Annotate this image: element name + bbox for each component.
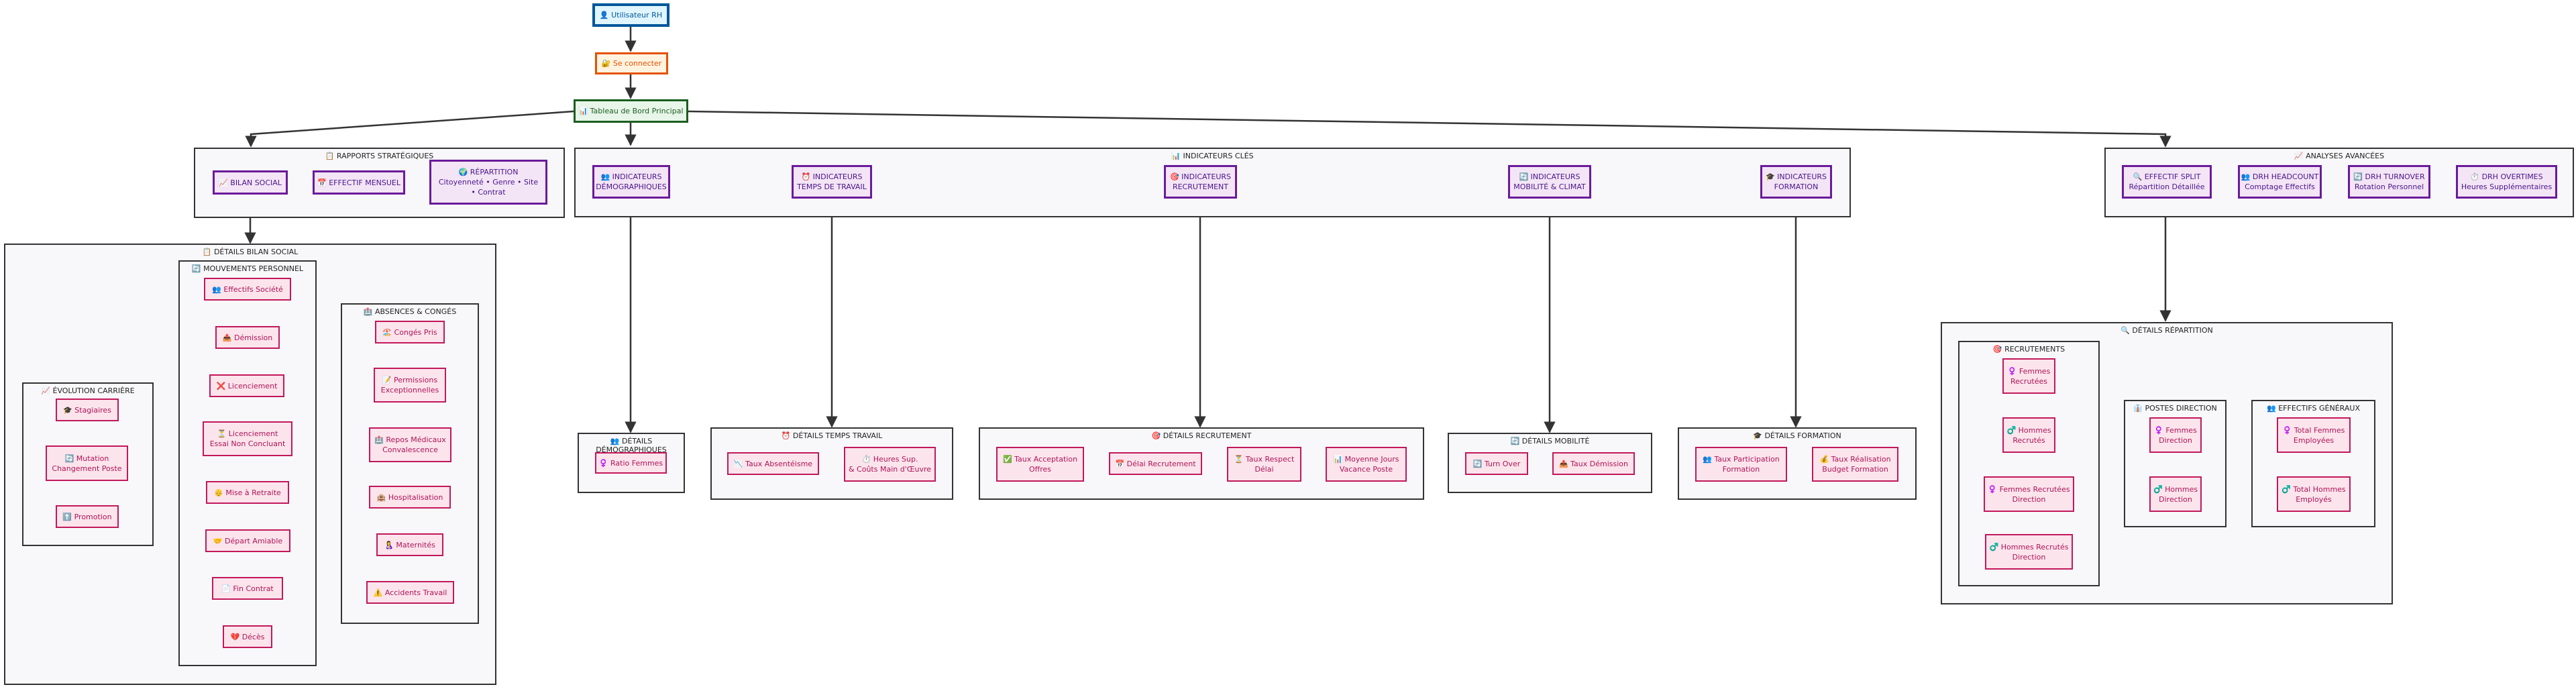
details-demographiques-label: 👥 DÉTAILS DÉMOGRAPHIQUES: [596, 437, 667, 454]
femmes-recrutees-node[interactable]: ♀️ Femmes Recrutées: [2002, 358, 2055, 394]
moyenne-jours-vacance-node[interactable]: 📊 Moyenne Jours Vacance Poste: [1326, 447, 1407, 482]
hospitalisation-node[interactable]: 🏨 Hospitalisation: [369, 486, 451, 509]
hommes-recrutes-node[interactable]: ♂️ Hommes Recrutés: [2002, 417, 2055, 453]
details-bilan-social-label: 📋 DÉTAILS BILAN SOCIAL: [202, 248, 299, 256]
details-mobilite-label: 🔄 DÉTAILS MOBILITÉ: [1510, 437, 1590, 445]
drh-headcount-node[interactable]: 👥 DRH HEADCOUNT Comptage Effectifs: [2238, 165, 2322, 199]
mutation-node[interactable]: 🔄 Mutation Changement Poste: [46, 445, 128, 481]
total-femmes-employees-node[interactable]: ♀️ Total Femmes Employées: [2277, 417, 2351, 453]
promotion-node[interactable]: ⬆️ Promotion: [56, 505, 119, 528]
indicateurs-mobilite-node[interactable]: 🔄 INDICATEURS MOBILITÉ & CLIMAT: [1508, 165, 1591, 199]
edge-dashboard-analyses: [688, 110, 2171, 148]
indicateurs-formation-node[interactable]: 🎓 INDICATEURS FORMATION: [1760, 165, 1832, 199]
dashboard-node[interactable]: 📊 Tableau de Bord Principal: [574, 99, 688, 123]
heures-sup-node[interactable]: ⏱️ Heures Sup. & Coûts Main d'Œuvre: [844, 447, 936, 482]
absences-conges-label: 🏥 ABSENCES & CONGÉS: [363, 307, 457, 316]
permissions-node[interactable]: 📝 Permissions Exceptionnelles: [374, 368, 446, 403]
femmes-recrutees-direction-node[interactable]: ♀️ Femmes Recrutées Direction: [1984, 476, 2074, 512]
details-repartition-label: 🔍 DÉTAILS RÉPARTITION: [2121, 326, 2213, 335]
analyses-avancees-label: 📈 ANALYSES AVANCÉES: [2294, 152, 2385, 160]
indicateurs-cles-label: 📊 INDICATEURS CLÉS: [1171, 152, 1254, 160]
mouvements-personnel-label: 🔄 MOUVEMENTS PERSONNEL: [191, 264, 304, 273]
stagiaires-node[interactable]: 🎓 Stagiaires: [56, 399, 119, 421]
details-recrutement-label: 🎯 DÉTAILS RECRUTEMENT: [1151, 431, 1252, 440]
edge-dashboard-rapports: [245, 110, 574, 148]
drh-turnover-node[interactable]: 🔄 DRH TURNOVER Rotation Personnel: [2348, 165, 2430, 199]
total-hommes-employes-node[interactable]: ♂️ Total Hommes Employés: [2277, 476, 2351, 512]
femmes-direction-node[interactable]: ♀️ Femmes Direction: [2149, 417, 2202, 453]
rapports-strategiques-label: 📋 RAPPORTS STRATÉGIQUES: [325, 152, 434, 160]
absences-conges-group: 🏥 ABSENCES & CONGÉS: [341, 303, 479, 624]
depart-amiable-node[interactable]: 🤝 Départ Amiable: [205, 529, 290, 552]
repartition-node[interactable]: 🌍 RÉPARTITION Citoyenneté • Genre • Site…: [429, 160, 547, 205]
bilan-social-node[interactable]: 📈 BILAN SOCIAL: [213, 170, 288, 195]
evolution-carriere-label: 📈 ÉVOLUTION CARRIÈRE: [41, 386, 135, 395]
mise-a-retraite-node[interactable]: 👴 Mise à Retraite: [206, 481, 289, 504]
delai-recrutement-node[interactable]: 📅 Délai Recrutement: [1109, 452, 1202, 475]
repos-medicaux-node[interactable]: 🏥 Repos Médicaux Convalescence: [369, 427, 451, 462]
fin-contrat-node[interactable]: 📄 Fin Contrat: [212, 577, 283, 600]
accidents-travail-node[interactable]: ⚠️ Accidents Travail: [366, 581, 454, 604]
ratio-femmes-node[interactable]: ♀️ Ratio Femmes: [595, 452, 667, 474]
taux-demission-node[interactable]: 📤 Taux Démission: [1552, 452, 1635, 475]
hommes-recrutes-direction-node[interactable]: ♂️ Hommes Recrutés Direction: [1985, 534, 2073, 570]
demission-node[interactable]: 📤 Démission: [215, 326, 280, 349]
effectifs-societe-node[interactable]: 👥 Effectifs Société: [204, 278, 291, 301]
hommes-direction-node[interactable]: ♂️ Hommes Direction: [2149, 476, 2202, 512]
effectif-mensuel-node[interactable]: 📅 EFFECTIF MENSUEL: [313, 170, 405, 195]
taux-realisation-budget-node[interactable]: 💰 Taux Réalisation Budget Formation: [1812, 447, 1898, 482]
indicateurs-demographiques-node[interactable]: 👥 INDICATEURS DÉMOGRAPHIQUES: [592, 165, 670, 199]
licenciement-node[interactable]: ❌ Licenciement: [209, 374, 284, 397]
details-temps-travail-label: ⏰ DÉTAILS TEMPS TRAVAIL: [781, 431, 883, 440]
taux-respect-delai-node[interactable]: ⏳ Taux Respect Délai: [1227, 447, 1301, 482]
deces-node[interactable]: 💔 Décès: [223, 625, 272, 648]
details-formation-label: 🎓 DÉTAILS FORMATION: [1753, 431, 1841, 440]
user-rh-node[interactable]: 👤 Utilisateur RH: [592, 3, 669, 27]
recrutements-label: 🎯 RECRUTEMENTS: [1992, 345, 2065, 354]
taux-participation-node[interactable]: 👥 Taux Participation Formation: [1695, 447, 1787, 482]
login-node[interactable]: 🔐 Se connecter: [595, 52, 668, 74]
turn-over-node[interactable]: 🔄 Turn Over: [1465, 452, 1528, 475]
licenciement-essai-node[interactable]: ⏳ Licenciement Essai Non Concluant: [203, 421, 292, 456]
indicateurs-recrutement-node[interactable]: 🎯 INDICATEURS RECRUTEMENT: [1164, 165, 1237, 199]
mouvements-personnel-group: 🔄 MOUVEMENTS PERSONNEL: [178, 260, 317, 666]
taux-acceptation-node[interactable]: ✅ Taux Acceptation Offres: [996, 447, 1084, 482]
drh-overtimes-node[interactable]: ⏱️ DRH OVERTIMES Heures Supplémentaires: [2456, 165, 2557, 199]
postes-direction-label: 👔 POSTES DIRECTION: [2133, 404, 2217, 413]
effectif-split-node[interactable]: 🔍 EFFECTIF SPLIT Répartition Détaillée: [2122, 165, 2212, 199]
maternites-node[interactable]: 🤱 Maternités: [376, 533, 443, 556]
conges-pris-node[interactable]: 🏖️ Congés Pris: [375, 321, 445, 343]
taux-absenteisme-node[interactable]: 📉 Taux Absentéisme: [727, 452, 819, 475]
indicateurs-temps-travail-node[interactable]: ⏰ INDICATEURS TEMPS DE TRAVAIL: [792, 165, 872, 199]
effectifs-generaux-label: 👥 EFFECTIFS GÉNÉRAUX: [2267, 404, 2360, 413]
